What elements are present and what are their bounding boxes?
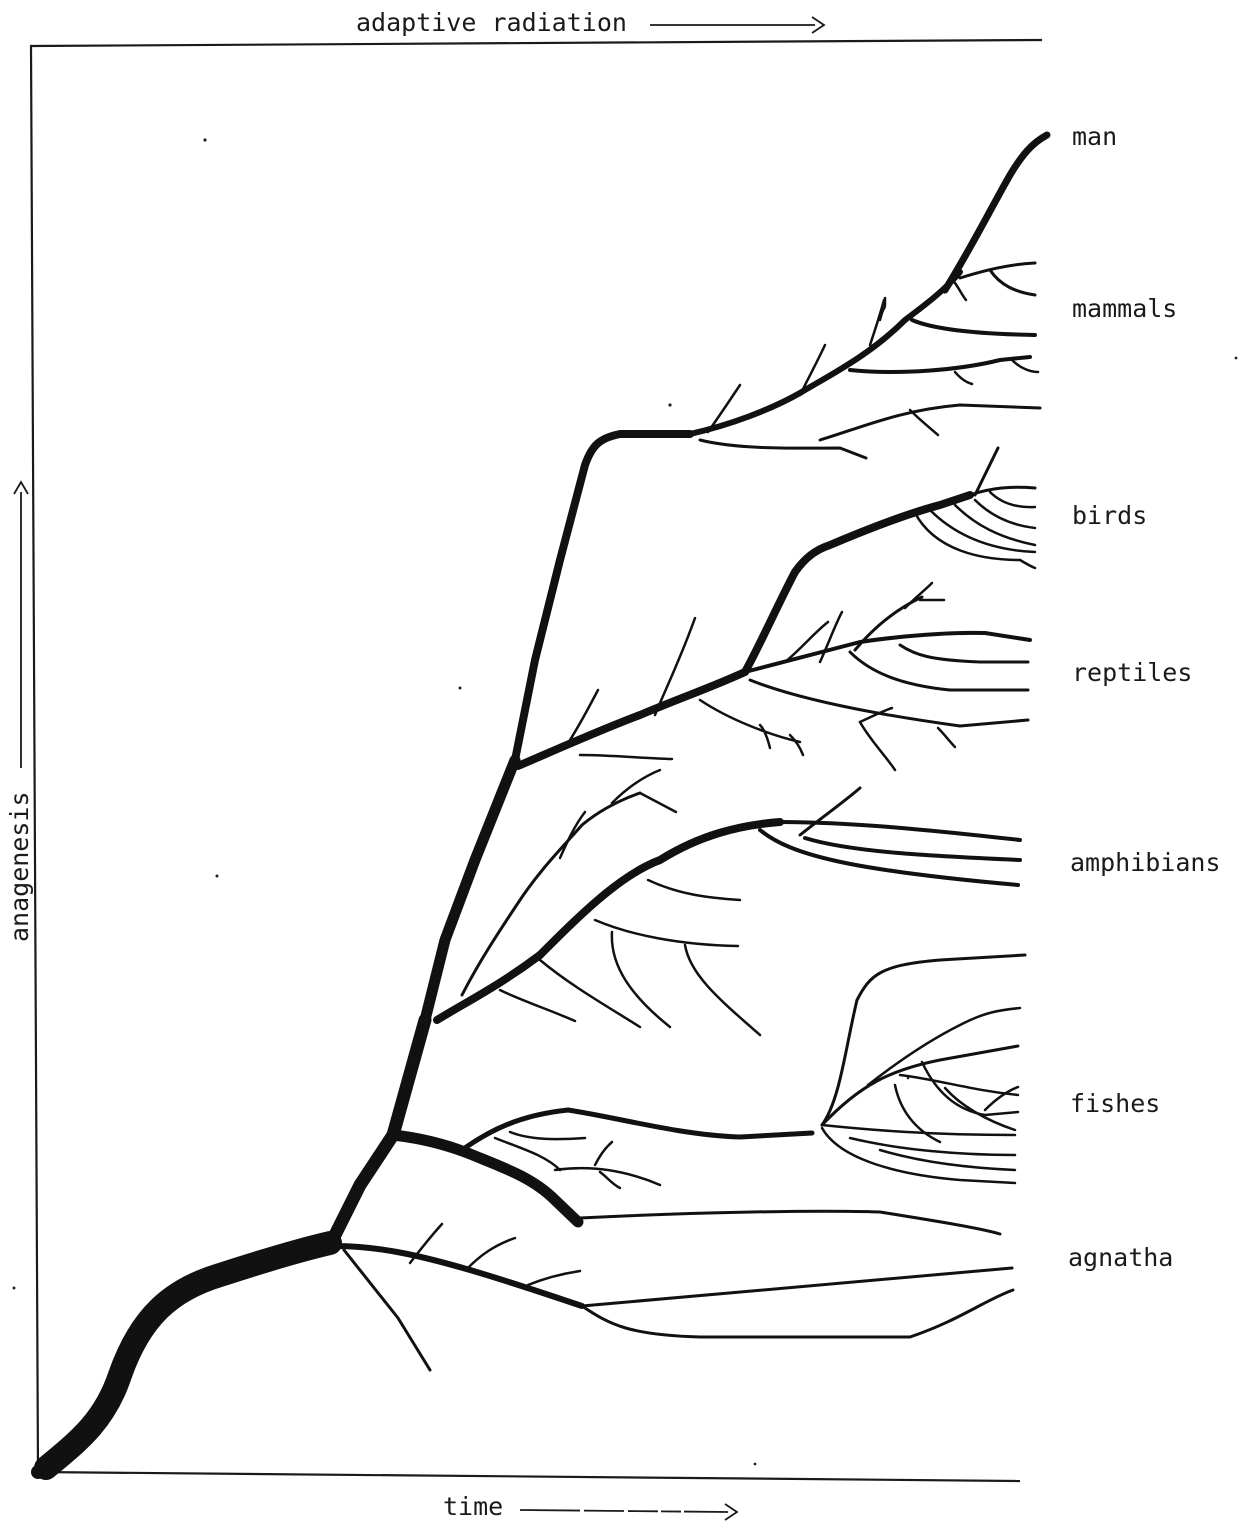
reptiles-spur-down-4 — [860, 722, 895, 770]
speck — [216, 875, 219, 878]
mammals-twig-5 — [850, 357, 1030, 372]
taxon-label-birds: birds — [1072, 501, 1147, 530]
branch-agnatha — [330, 1224, 1013, 1370]
left-axis-label: anagenesis — [5, 791, 34, 942]
amphibians-upper-spur-2 — [612, 770, 660, 803]
speck — [13, 1287, 16, 1290]
agnatha-twig-a — [582, 1268, 1012, 1306]
bottom-axis: time — [443, 1492, 737, 1521]
bottom-axis-arrow-shaft — [520, 1510, 728, 1512]
phylogenetic-tree — [38, 135, 1047, 1472]
mammals-twig-4 — [912, 320, 1035, 335]
frame-bottom-line — [36, 1472, 1020, 1481]
mammals-twig-2 — [990, 270, 1035, 295]
agnatha-spur-3 — [528, 1271, 580, 1285]
amphibians-lower-twig-2 — [612, 932, 670, 1027]
branch-amphibians — [437, 770, 1020, 1035]
mammals-twig-10 — [700, 440, 866, 458]
speck — [668, 403, 671, 406]
reptiles-spur-down-1 — [700, 700, 800, 742]
reptiles-twig-4 — [750, 680, 1028, 726]
amphibians-lower-twig-1 — [595, 920, 738, 946]
mammals-twig-7 — [955, 372, 972, 384]
fishes-fan-top — [822, 955, 1025, 1125]
agnatha-spur-2 — [466, 1238, 515, 1270]
reptiles-top-twig — [745, 633, 1030, 672]
main-trunk-upper — [515, 434, 690, 760]
amphibians-twig-2 — [805, 838, 1020, 860]
agnatha-stem — [330, 1246, 582, 1306]
mammals-twig-3 — [955, 283, 966, 300]
taxon-labels: man mammals birds reptiles amphibians fi… — [1068, 122, 1221, 1272]
birds-twig-5 — [930, 510, 1035, 552]
branch-mammals — [690, 135, 1047, 458]
amphibians-stem — [437, 822, 780, 1020]
fishes-lower-twig — [580, 1211, 1000, 1234]
speck — [1235, 357, 1238, 360]
taxon-label-man: man — [1072, 122, 1117, 151]
reptiles-spur-down-2 — [760, 725, 770, 748]
birds-twig-2 — [990, 492, 1035, 507]
amphibians-upper-spur-1 — [640, 793, 676, 812]
mammals-twig-9 — [910, 410, 938, 435]
frame-top-line — [30, 40, 1042, 46]
reptiles-spur-up-1c — [905, 583, 932, 608]
top-axis-label: adaptive radiation — [356, 8, 627, 37]
birds-twig-3 — [975, 500, 1035, 528]
left-axis: anagenesis — [5, 482, 34, 942]
scan-specks — [13, 138, 1238, 1465]
fishes-fan-4 — [900, 1075, 1018, 1095]
taxon-label-agnatha: agnatha — [1068, 1243, 1173, 1272]
amphibians-twig-1 — [780, 822, 1020, 840]
reptiles-spur-down-3 — [790, 735, 803, 755]
reptiles-stem — [518, 672, 745, 766]
taxon-label-mammals: mammals — [1072, 294, 1177, 323]
amphibians-lower-twig-3 — [685, 945, 760, 1035]
taxon-label-reptiles: reptiles — [1072, 658, 1192, 687]
fishes-spur-3 — [555, 1168, 660, 1185]
reptiles-spur-down-7 — [580, 755, 672, 759]
branch-fishes — [393, 955, 1025, 1234]
amphibians-lower-twig-5 — [540, 960, 640, 1027]
mammals-twig-6 — [1012, 360, 1038, 372]
bottom-axis-label: time — [443, 1492, 503, 1521]
agnatha-twig-b — [582, 1290, 1013, 1337]
man-spur — [945, 232, 978, 292]
fishes-thick-stem — [393, 1135, 578, 1222]
top-axis: adaptive radiation — [356, 8, 824, 37]
mammals-twig-1 — [960, 263, 1035, 278]
mammals-twig-8 — [820, 405, 1040, 440]
amphibians-lower-twig-4 — [648, 880, 740, 900]
fishes-fan-9 — [850, 1138, 1015, 1155]
taxon-label-amphibians: amphibians — [1070, 848, 1221, 877]
reptiles-twig-2 — [900, 645, 1028, 662]
agnatha-twig-c — [344, 1250, 430, 1370]
fishes-upper-stem — [462, 1110, 812, 1150]
speck — [203, 138, 206, 141]
fishes-spur-4 — [595, 1142, 612, 1165]
fishes-spur-5 — [600, 1172, 620, 1188]
taxon-label-fishes: fishes — [1070, 1089, 1160, 1118]
birds-twig-7 — [1020, 560, 1035, 568]
speck — [459, 687, 462, 690]
frame-left-line — [31, 46, 38, 1472]
fishes-fan-2 — [822, 1046, 1018, 1125]
reptiles-spur-up-2 — [820, 612, 842, 662]
amphibians-lower-twig-6 — [500, 990, 575, 1021]
amphibians-spur-top — [800, 788, 860, 835]
speck — [754, 1463, 757, 1466]
reptiles-spur-down-6 — [938, 728, 955, 747]
speck — [907, 1077, 910, 1080]
fishes-spur-2 — [510, 1132, 585, 1139]
